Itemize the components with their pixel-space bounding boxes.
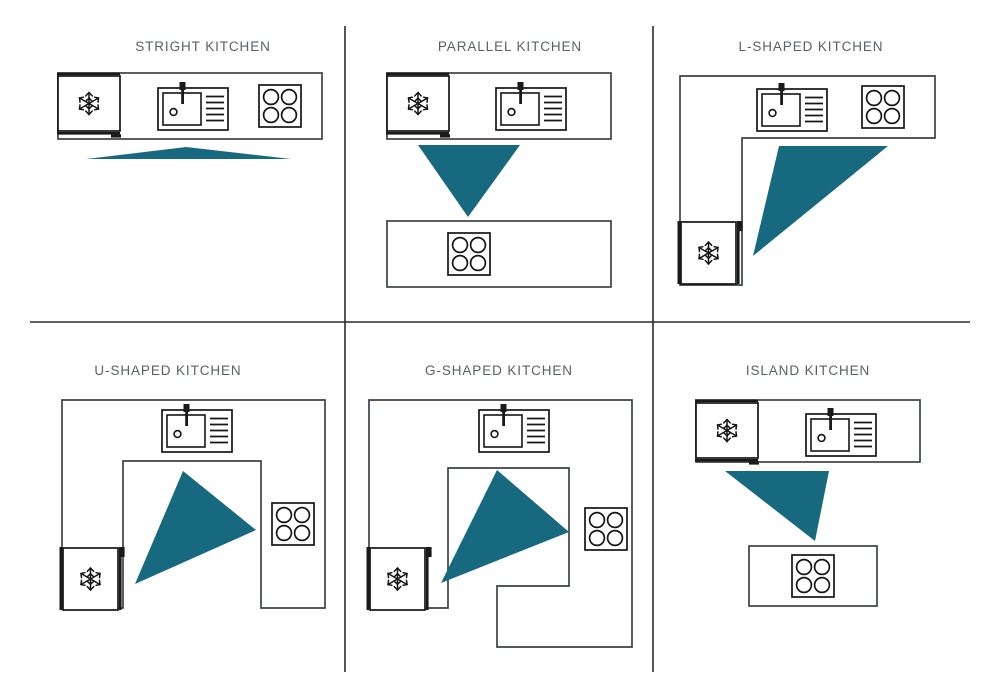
panel-u-shaped-kitchen: U-SHAPED KITCHEN	[60, 363, 326, 610]
panel-straight-kitchen: STRIGHT KITCHEN	[57, 39, 323, 159]
work-triangle	[135, 471, 256, 584]
panel-island-kitchen: ISLAND KITCHEN	[695, 363, 921, 607]
sink	[478, 403, 550, 453]
panel-l-shaped-kitchen: L-SHAPED KITCHEN	[678, 39, 936, 286]
refrigerator	[695, 400, 759, 465]
cooktop	[861, 85, 905, 129]
panel-title-u-shaped: U-SHAPED KITCHEN	[94, 363, 241, 378]
sink	[805, 407, 877, 457]
cooktop	[584, 507, 628, 551]
panel-parallel-kitchen: PARALLEL KITCHEN	[386, 39, 612, 288]
sink	[161, 403, 233, 453]
cooktop	[258, 84, 302, 128]
refrigerator	[57, 73, 121, 138]
panel-title-straight: STRIGHT KITCHEN	[135, 39, 271, 54]
work-triangle	[86, 147, 291, 159]
work-triangle	[418, 145, 520, 217]
panel-title-g-shaped: G-SHAPED KITCHEN	[425, 363, 573, 378]
sink	[495, 81, 567, 131]
cooktop	[271, 502, 315, 546]
panel-title-island: ISLAND KITCHEN	[746, 363, 870, 378]
refrigerator	[386, 73, 450, 138]
sink	[157, 81, 229, 131]
sink	[756, 82, 828, 132]
panel-dividers	[30, 26, 970, 672]
counter-run-bottom	[386, 220, 612, 288]
work-triangle	[753, 146, 888, 256]
refrigerator	[367, 547, 432, 610]
cooktop	[447, 232, 491, 276]
panel-g-shaped-kitchen: G-SHAPED KITCHEN	[367, 363, 633, 648]
work-triangle	[441, 470, 569, 583]
cooktop	[791, 554, 835, 598]
work-triangle	[725, 471, 829, 541]
panel-title-l-shaped: L-SHAPED KITCHEN	[739, 39, 884, 54]
refrigerator	[60, 547, 125, 610]
refrigerator	[678, 221, 743, 284]
panel-title-parallel: PARALLEL KITCHEN	[438, 39, 582, 54]
